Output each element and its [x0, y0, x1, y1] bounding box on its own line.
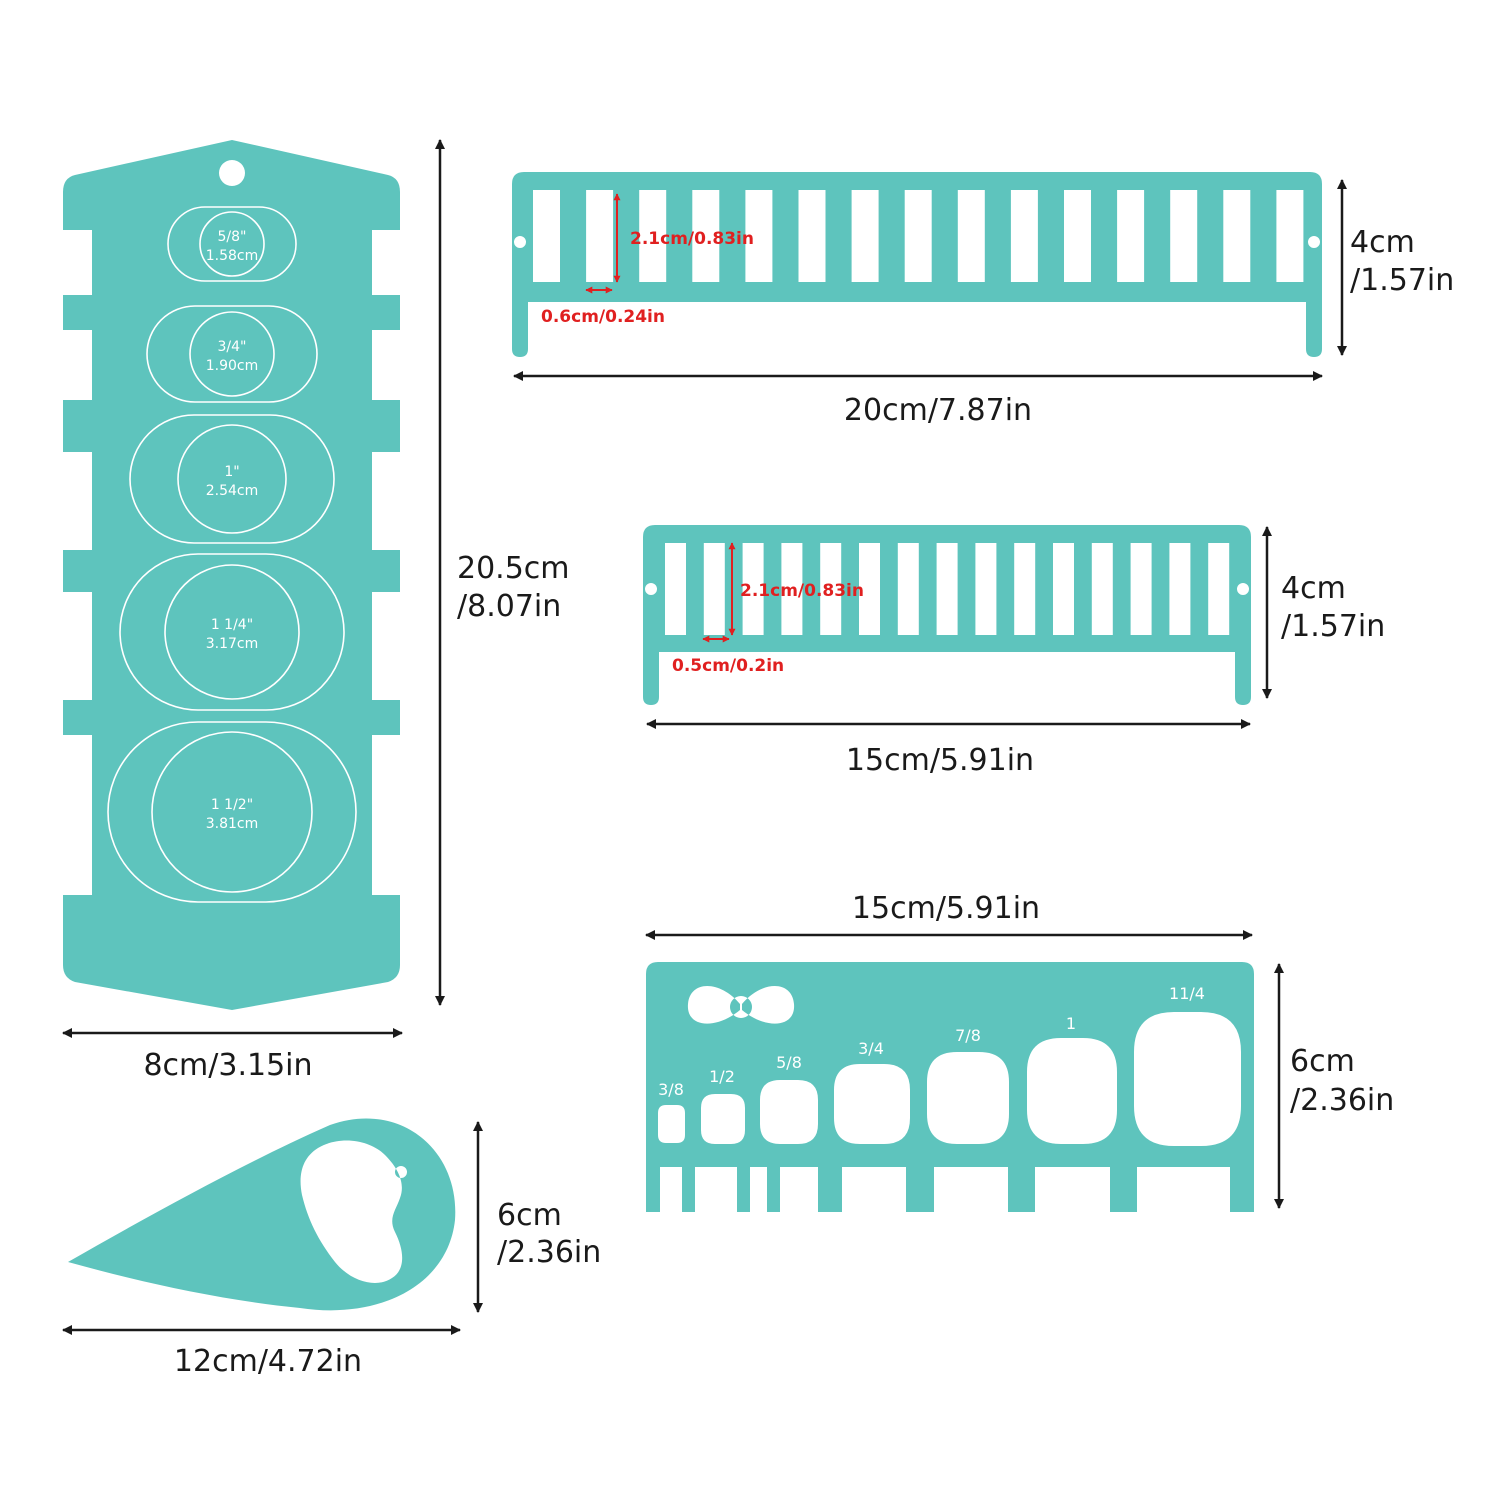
size-outline	[107, 721, 357, 903]
small-rack-body	[643, 525, 1251, 705]
size-cm-label: 2.54cm	[206, 483, 259, 499]
gauge-size-label: 7/8	[955, 1026, 981, 1045]
board-width-label: 8cm/3.15in	[143, 1048, 312, 1083]
large-thread-rack	[512, 172, 1322, 357]
size-cm-label: 3.81cm	[206, 816, 259, 832]
size-cm-label: 1.58cm	[206, 248, 259, 264]
size-cm-label: 1.90cm	[206, 358, 259, 374]
gauge-width-label: 15cm/5.91in	[852, 891, 1040, 926]
gauge-size-label: 11/4	[1169, 984, 1205, 1003]
teardrop-slider	[68, 1118, 456, 1311]
gauge-size-label: 3/4	[858, 1039, 884, 1058]
size-circle	[189, 311, 275, 397]
button-size-board: 5/8" 1.58cm 3/4" 1.90cm 1" 2.54cm 1 1/4" 3.17cm…	[63, 140, 400, 1010]
slider-width-label: 12cm/4.72in	[174, 1344, 362, 1379]
size-inch-label: 1 1/2"	[211, 797, 253, 813]
board-height-label-cm: 20.5cm	[457, 551, 570, 586]
button-gauge: 3/8 1/2 5/8 3/4 7/8 1 11/4	[646, 962, 1254, 1212]
gauge-size-label: 5/8	[776, 1053, 802, 1072]
size-circle	[199, 211, 265, 277]
gauge-height-label-in: /2.36in	[1290, 1083, 1394, 1118]
size-inch-label: 3/4"	[218, 339, 247, 355]
size-inch-label: 1"	[224, 464, 239, 480]
size-outline	[167, 206, 297, 282]
large-rack-width-label: 20cm/7.87in	[844, 393, 1032, 428]
small-rack-height-label-cm: 4cm	[1281, 571, 1346, 606]
size-inch-label: 5/8"	[218, 229, 247, 245]
gauge-height-label-cm: 6cm	[1290, 1044, 1355, 1079]
large-rack-height-label-cm: 4cm	[1350, 225, 1415, 260]
gauge-size-label: 1/2	[709, 1067, 735, 1086]
large-rack-height-label-in: /1.57in	[1350, 263, 1454, 298]
size-outline	[146, 305, 318, 403]
small-rack-height-label-in: /1.57in	[1281, 609, 1385, 644]
board-height-label-in: /8.07in	[457, 589, 561, 624]
large-rack-slot-gap-label: 0.6cm/0.24in	[541, 307, 665, 327]
gauge-size-label: 1	[1066, 1014, 1076, 1033]
gauge-size-label: 3/8	[658, 1080, 684, 1099]
slider-height-label-in: /2.36in	[497, 1235, 601, 1270]
size-cm-label: 3.17cm	[206, 636, 259, 652]
small-thread-rack	[643, 525, 1251, 705]
slider-height-label-cm: 6cm	[497, 1198, 562, 1233]
board-circle-group: 5/8" 1.58cm 3/4" 1.90cm 1" 2.54cm 1 1/4" 3.17cm…	[107, 206, 357, 903]
size-circle	[177, 424, 287, 534]
small-rack-width-label: 15cm/5.91in	[846, 743, 1034, 778]
size-outline	[129, 414, 335, 544]
small-rack-slot-height-label: 2.1cm/0.83in	[740, 581, 864, 601]
large-rack-slot-height-label: 2.1cm/0.83in	[630, 229, 754, 249]
size-circle	[164, 564, 300, 700]
slider-body	[68, 1118, 456, 1311]
size-outline	[119, 553, 345, 711]
large-rack-body	[512, 172, 1322, 357]
gauge-body	[646, 962, 1254, 1212]
gauge-size-labels: 3/8 1/2 5/8 3/4 7/8 1 11/4	[658, 984, 1205, 1099]
board-body	[63, 140, 400, 1010]
small-rack-slot-gap-label: 0.5cm/0.2in	[672, 656, 784, 676]
size-circle	[151, 731, 313, 893]
size-inch-label: 1 1/4"	[211, 617, 253, 633]
